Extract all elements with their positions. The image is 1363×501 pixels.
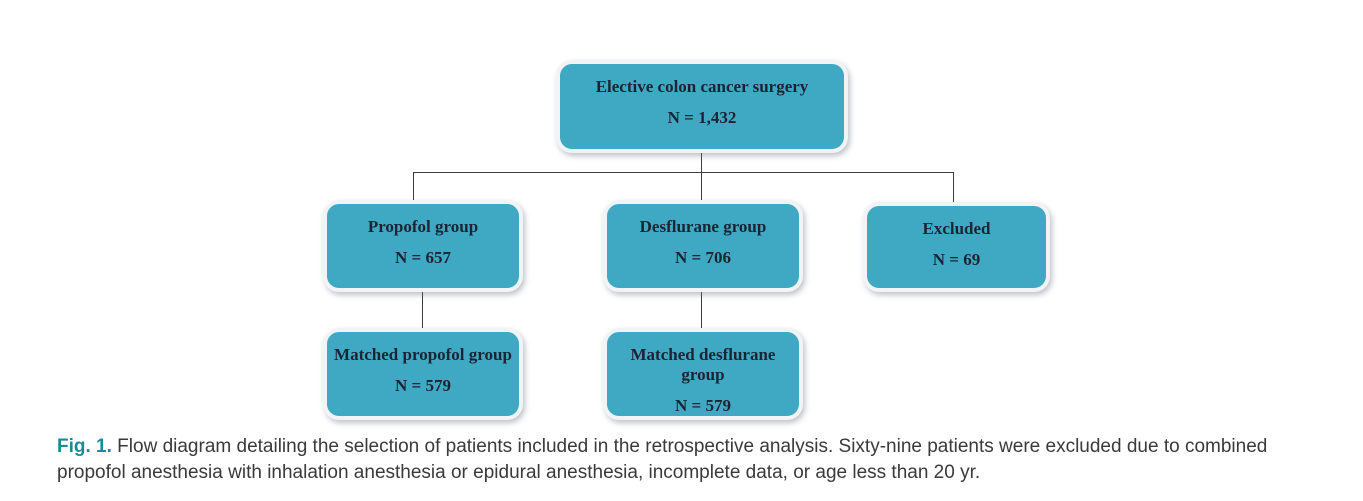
node-label: Matched propofol group [334, 345, 512, 364]
connector-rail-to-excluded [953, 172, 954, 205]
node-label: Excluded [922, 219, 991, 238]
connector-root-to-desflurane [701, 153, 702, 200]
node-count: N = 706 [675, 248, 731, 267]
node-matched-desflurane-group: Matched desflurane group N = 579 [603, 328, 803, 420]
node-matched-propofol-group: Matched propofol group N = 579 [323, 328, 523, 420]
node-count: N = 1,432 [667, 108, 737, 127]
node-label: Propofol group [367, 217, 479, 236]
node-count: N = 579 [395, 376, 451, 395]
figure-caption-text: Flow diagram detailing the selection of … [57, 436, 1268, 483]
node-label: Desflurane group [639, 217, 767, 236]
node-desflurane-group: Desflurane group N = 706 [603, 200, 803, 292]
node-elective-colon-cancer-surgery: Elective colon cancer surgery N = 1,432 [556, 60, 848, 153]
node-label: Elective colon cancer surgery [595, 77, 809, 96]
figure-caption-label: Fig. 1. [57, 436, 112, 457]
node-count: N = 69 [932, 250, 981, 269]
connector-propofol-to-matched [422, 292, 423, 330]
node-label: Matched desflurane group [630, 345, 776, 384]
node-excluded: Excluded N = 69 [863, 202, 1050, 292]
connector-rail-to-propofol [413, 172, 414, 202]
node-count: N = 657 [395, 248, 451, 267]
node-count: N = 579 [675, 396, 731, 415]
connector-desflurane-to-matched [701, 292, 702, 330]
node-propofol-group: Propofol group N = 657 [323, 200, 523, 292]
connector-branch-rail [413, 172, 954, 173]
figure-caption: Fig. 1. Flow diagram detailing the selec… [57, 434, 1319, 486]
